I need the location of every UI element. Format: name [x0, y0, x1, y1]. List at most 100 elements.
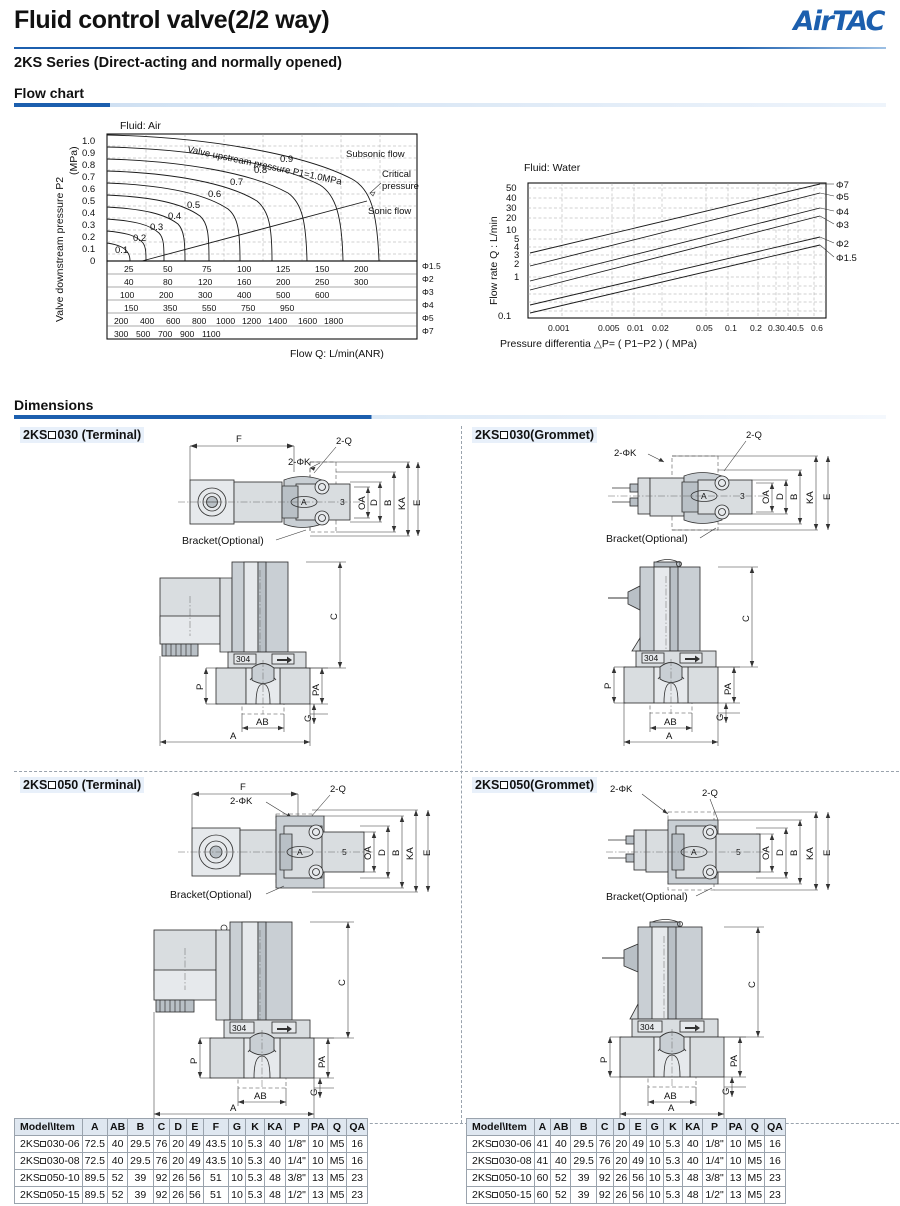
cell-value: 52: [106, 1186, 129, 1204]
cell-value: 10: [645, 1186, 664, 1204]
cell-value: 13: [725, 1186, 746, 1204]
cell-value: 1/4": [702, 1152, 727, 1170]
cell-value: 23: [764, 1186, 786, 1204]
svg-text:1: 1: [514, 272, 519, 283]
svg-text:20: 20: [506, 213, 517, 224]
label-bracket-optional-030t: Bracket(Optional): [182, 535, 264, 547]
cell-value: 1/2": [284, 1186, 309, 1204]
cell-value: 13: [307, 1169, 328, 1187]
column-header-f: F: [202, 1118, 230, 1136]
svg-text:0.1: 0.1: [725, 323, 737, 333]
cell-value: 49: [629, 1135, 647, 1153]
column-header-g: G: [228, 1118, 246, 1136]
cell-value: M5: [744, 1169, 766, 1187]
label-AB-050g: AB: [664, 1091, 677, 1102]
cell-value: 56: [629, 1169, 647, 1187]
svg-text:Φ1.5: Φ1.5: [836, 253, 857, 264]
svg-text:0.3: 0.3: [82, 220, 95, 231]
cell-value: 40: [106, 1152, 129, 1170]
drawing-030-terminal-top: F 2-Q 2-ΦK: [178, 434, 423, 547]
svg-text:0.3: 0.3: [768, 323, 780, 333]
svg-text:0: 0: [90, 256, 95, 267]
label-G: G: [303, 715, 314, 722]
svg-text:1000: 1000: [216, 316, 235, 326]
column-header-a: A: [533, 1118, 552, 1136]
svg-text:Φ3: Φ3: [836, 220, 849, 231]
svg-text:0.8: 0.8: [254, 165, 267, 176]
cell-value: 76: [595, 1135, 614, 1153]
svg-text:950: 950: [280, 303, 295, 313]
label-2PhiK-050g: 2-ΦK: [610, 784, 633, 795]
svg-text:0.6: 0.6: [82, 184, 95, 195]
label-E: E: [412, 500, 423, 506]
svg-text:500: 500: [136, 329, 151, 339]
label-OA: OA: [357, 496, 368, 510]
svg-text:0.2: 0.2: [82, 232, 95, 243]
svg-text:500: 500: [276, 290, 291, 300]
column-header-p: P: [702, 1118, 727, 1136]
column-header-k: K: [244, 1118, 266, 1136]
column-header-modelitem: Model\Item: [466, 1118, 535, 1136]
svg-text:0.9: 0.9: [280, 154, 293, 165]
cell-value: 49: [185, 1152, 204, 1170]
svg-text:0.4: 0.4: [82, 208, 95, 219]
cell-value: 89.5: [81, 1186, 109, 1204]
column-header-qa: QA: [764, 1118, 786, 1136]
cell-value: M5: [326, 1186, 348, 1204]
header-rule: [14, 47, 886, 49]
air-flow-chart: Fluid: Air Valve downstream pressure P2 …: [52, 117, 472, 379]
cell-value: 40: [264, 1152, 286, 1170]
cell-value: 49: [185, 1135, 204, 1153]
badge-304-050g: 304: [640, 1022, 654, 1032]
svg-text:Φ5: Φ5: [422, 313, 434, 323]
column-header-d: D: [612, 1118, 631, 1136]
svg-text:Φ7: Φ7: [836, 180, 849, 191]
cell-value: 76: [152, 1152, 171, 1170]
svg-text:600: 600: [315, 290, 330, 300]
cell-value: 20: [612, 1152, 631, 1170]
cell-value: 56: [185, 1186, 204, 1204]
label-PA-050g: PA: [729, 1054, 740, 1067]
drawing-050-terminal-top: F 2-Q 2-ΦK A: [170, 782, 433, 901]
svg-text:550: 550: [202, 303, 217, 313]
svg-text:30: 30: [506, 203, 517, 214]
svg-text:0.4: 0.4: [168, 211, 181, 222]
cell-value: 72.5: [81, 1152, 109, 1170]
svg-text:0.5: 0.5: [82, 196, 95, 207]
column-header-modelitem: Model\Item: [14, 1118, 83, 1136]
svg-text:A: A: [701, 491, 707, 501]
svg-text:0.2: 0.2: [133, 233, 146, 244]
svg-text:Φ4: Φ4: [422, 300, 434, 310]
cell-value: 92: [595, 1169, 614, 1187]
cell-value: 3/8": [284, 1169, 309, 1187]
cell-value: 48: [682, 1186, 704, 1204]
column-header-g: G: [645, 1118, 664, 1136]
cell-value: 39: [127, 1169, 154, 1187]
label-OA-050t: OA: [363, 846, 374, 860]
air-chart-curve-labels: 0.1 0.2 0.3 0.4 0.5 0.6 0.7 0.8 0.9: [115, 154, 293, 256]
svg-text:1.0: 1.0: [82, 136, 95, 147]
svg-text:150: 150: [315, 264, 330, 274]
label-C-050t: C: [337, 979, 348, 986]
label-G-050t: G: [309, 1089, 320, 1096]
svg-text:0.01: 0.01: [627, 323, 644, 333]
cell-value: 40: [682, 1152, 704, 1170]
label-C: C: [329, 613, 340, 620]
square-glyph: [500, 430, 509, 439]
square-glyph: [40, 1157, 47, 1164]
cell-value: 41: [533, 1152, 552, 1170]
cell-value: 16: [764, 1135, 786, 1153]
cell-value: 41: [533, 1135, 552, 1153]
label-2Q: 2-Q: [336, 436, 352, 447]
svg-text:Φ5: Φ5: [836, 192, 849, 203]
cell-value: 29.5: [570, 1152, 597, 1170]
